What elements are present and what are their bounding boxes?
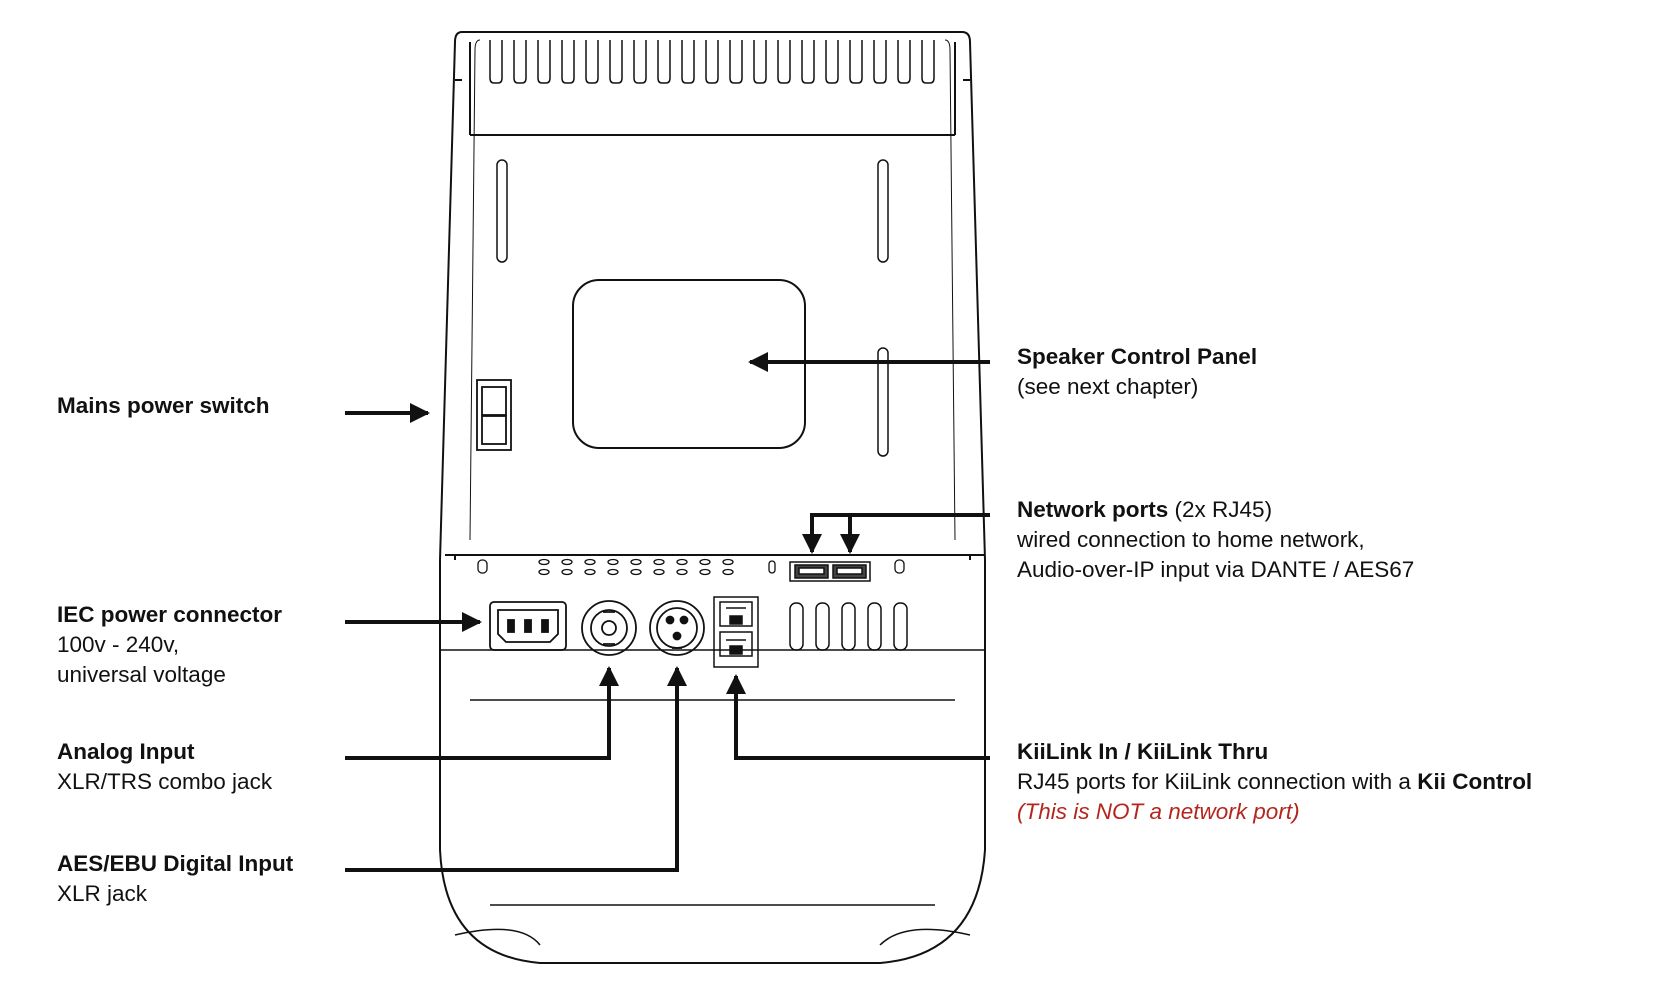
- label-analog-title: Analog Input: [57, 739, 195, 764]
- label-speaker-control-panel: Speaker Control Panel (see next chapter): [1017, 342, 1257, 402]
- arrow-network: [802, 513, 990, 554]
- iec-connector: [489, 601, 567, 651]
- mounting-slots: [496, 159, 889, 457]
- label-aes-input: AES/EBU Digital Input XLR jack: [57, 849, 293, 909]
- label-network-line1: wired connection to home network,: [1017, 527, 1365, 552]
- mains-switch: [476, 379, 512, 451]
- label-mains-title: Mains power switch: [57, 393, 270, 418]
- network-rj45-ports: [789, 561, 871, 582]
- label-aes-line1: XLR jack: [57, 881, 148, 906]
- label-panel-title: Speaker Control Panel: [1017, 344, 1258, 369]
- label-analog-input: Analog Input XLR/TRS combo jack: [57, 737, 272, 797]
- arrow-kiilink: [726, 674, 990, 760]
- label-network-ports: Network ports (2x RJ45) wired connection…: [1017, 495, 1414, 585]
- label-kiilink-line1: RJ45 ports for KiiLink connection with a…: [1017, 767, 1532, 797]
- speaker-body: [439, 31, 986, 964]
- label-aes-title: AES/EBU Digital Input: [57, 851, 294, 876]
- label-iec-line1: 100v - 240v,: [57, 632, 180, 657]
- label-network-heading: Network ports (2x RJ45): [1017, 495, 1414, 525]
- top-vents: [489, 40, 935, 84]
- arrow-aes: [345, 666, 687, 872]
- arrow-analog: [345, 666, 619, 760]
- label-analog-line1: XLR/TRS combo jack: [57, 769, 273, 794]
- aes-xlr-jack: [649, 600, 705, 656]
- label-kiilink: KiiLink In / KiiLink Thru RJ45 ports for…: [1017, 737, 1532, 827]
- label-iec-title: IEC power connector: [57, 602, 283, 627]
- label-network-line2: Audio-over-IP input via DANTE / AES67: [1017, 557, 1415, 582]
- label-panel-line1: (see next chapter): [1017, 374, 1199, 399]
- label-kiilink-line1-bold: Kii Control: [1417, 769, 1533, 794]
- lower-vents: [789, 602, 908, 651]
- led-strip: [477, 558, 905, 576]
- analog-combo-jack: [581, 600, 637, 656]
- label-iec-power-connector: IEC power connector 100v - 240v, univers…: [57, 600, 282, 690]
- label-network-title: Network ports: [1017, 497, 1169, 522]
- label-kiilink-line1-prefix: RJ45 ports for KiiLink connection with a: [1017, 769, 1418, 794]
- label-iec-line2: universal voltage: [57, 662, 226, 687]
- kiilink-ports: [713, 596, 759, 668]
- label-mains-power-switch: Mains power switch: [57, 391, 270, 421]
- label-network-suffix: (2x RJ45): [1168, 497, 1273, 522]
- leader-lines: [345, 352, 990, 872]
- label-kiilink-title: KiiLink In / KiiLink Thru: [1017, 739, 1269, 764]
- label-kiilink-note: (This is NOT a network port): [1017, 799, 1300, 824]
